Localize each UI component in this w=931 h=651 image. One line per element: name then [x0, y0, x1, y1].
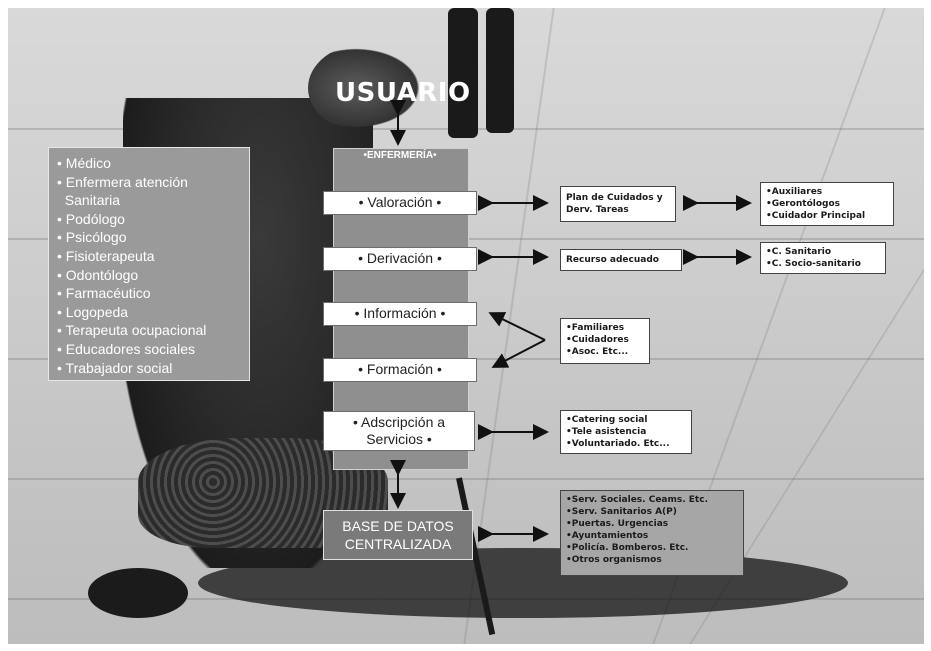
servicios-box: •Serv. Sociales. Ceams. Etc. •Serv. Sani…	[560, 490, 744, 576]
sanitario-box: •C. Sanitario •C. Socio-sanitario	[760, 242, 886, 274]
familiares-item: •Asoc. Etc...	[566, 347, 629, 357]
professional-item: Sanitaria	[57, 192, 121, 209]
professional-item: • Enfermera atención	[57, 173, 188, 190]
plan-cuidados-box: Plan de Cuidados y Derv. Tareas	[560, 186, 676, 222]
professional-item: • Psicólogo	[57, 229, 127, 246]
familiares-item: •Familiares	[566, 323, 625, 333]
servicios-item: •Serv. Sociales. Ceams. Etc.	[566, 495, 708, 505]
bystander-leg	[448, 8, 478, 138]
step-formacion: • Formación •	[323, 358, 477, 382]
auxiliares-item: •Auxiliares	[766, 187, 823, 197]
step-informacion: • Información •	[323, 302, 477, 326]
bystander-leg	[486, 8, 514, 133]
auxiliares-item: •Gerontólogos	[766, 199, 841, 209]
professional-item: • Logopeda	[57, 303, 129, 320]
nursing-header: •ENFERMERÍA•	[363, 150, 437, 161]
plan-cuidados-label: Plan de Cuidados y Derv. Tareas	[566, 193, 663, 215]
sanitario-item: •C. Socio-sanitario	[766, 259, 861, 269]
auxiliares-item: •Cuidador Principal	[766, 211, 866, 221]
elderly-woman-head	[308, 43, 428, 133]
catering-item: •Tele asistencia	[566, 427, 647, 437]
professional-item: • Odontólogo	[57, 266, 139, 283]
professional-item: • Trabajador social	[57, 359, 173, 376]
catering-item: •Catering social	[566, 415, 648, 425]
professional-item: • Médico	[57, 155, 111, 171]
servicios-item: •Serv. Sanitarios A(P)	[566, 507, 677, 517]
servicios-item: •Otros organismos	[566, 555, 662, 565]
servicios-item: •Ayuntamientos	[566, 531, 649, 541]
arrow-informacion-familiares	[488, 312, 546, 341]
professional-item: • Fisioterapeuta	[57, 247, 155, 264]
recurso-label: Recurso adecuado	[566, 255, 659, 265]
servicios-item: •Policía. Bomberos. Etc.	[566, 543, 689, 553]
sanitario-item: •C. Sanitario	[766, 247, 832, 257]
professionals-list: • Médico • Enfermera atención Sanitaria …	[48, 147, 250, 381]
professional-item: • Terapeuta ocupacional	[57, 322, 207, 339]
professional-item: • Educadores sociales	[57, 340, 195, 357]
step-derivacion: • Derivación •	[323, 247, 477, 271]
catering-box: •Catering social •Tele asistencia •Volun…	[560, 410, 692, 454]
step-adscripcion: • Adscripción a Servicios •	[323, 411, 475, 451]
arrow-formacion-familiares	[491, 339, 546, 368]
recurso-box: Recurso adecuado	[560, 249, 682, 271]
familiares-item: •Cuidadores	[566, 335, 629, 345]
professional-item: • Farmacéutico	[57, 285, 151, 302]
auxiliares-box: •Auxiliares •Gerontólogos •Cuidador Prin…	[760, 182, 894, 226]
catering-item: •Voluntariado. Etc...	[566, 439, 670, 449]
servicios-item: •Puertas. Urgencias	[566, 519, 669, 529]
database-label: BASE DE DATOS CENTRALIZADA	[342, 517, 454, 552]
shoe	[88, 568, 188, 618]
database-box: BASE DE DATOS CENTRALIZADA	[323, 510, 473, 560]
step-valoracion: • Valoración •	[323, 191, 477, 215]
familiares-box: •Familiares •Cuidadores •Asoc. Etc...	[560, 318, 650, 364]
professional-item: • Podólogo	[57, 210, 125, 227]
